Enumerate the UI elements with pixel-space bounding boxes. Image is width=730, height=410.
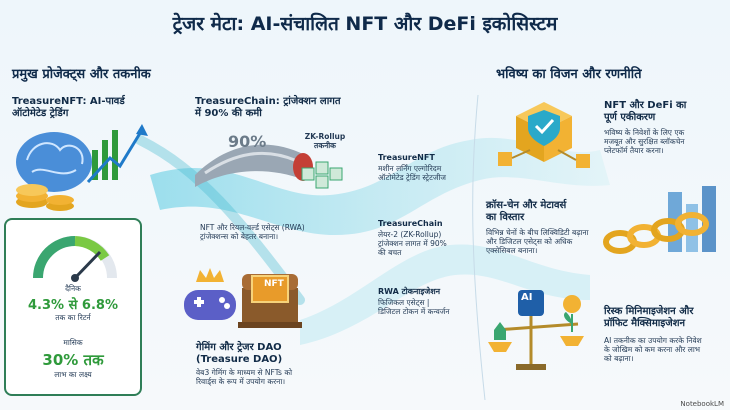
ai-balance-scale-illustration [488, 290, 584, 370]
treasure-chain-heading: TreasureChain: ट्रांजेक्शन लागत में 90% … [195, 96, 341, 119]
left-section-title: प्रमुख प्रोजेक्ट्स और तकनीक [12, 67, 151, 82]
daily-label: दैनिक [65, 284, 81, 293]
vision-risk-description: AI तकनीक का उपयोग करके निवेश के जोखिम को… [604, 336, 702, 363]
nft-chest-label: NFT [264, 279, 284, 289]
vision-risk-heading: रिस्क मिनिमाइजेशन और प्रॉफिट मैक्सिमाइजे… [604, 306, 694, 329]
monthly-return-value: 30% तक [42, 351, 104, 369]
page-title: ट्रेजर मेटा: AI-संचालित NFT और DeFi इकोस… [172, 13, 558, 35]
speedometer-gauge-icon [33, 236, 117, 282]
vision-crosschain-heading: क्रॉस-चेन और मेटावर्स का विस्तार [486, 200, 567, 223]
zk-cubes-icon [301, 161, 343, 189]
chain-city-illustration [603, 186, 716, 254]
vision-crosschain-description: विभिन्न चेनों के बीच लिक्विडिटी बढ़ाना औ… [486, 228, 589, 255]
center-note-treasurenft: TreasureNFT मशीन लर्निंग एल्गोरिदम ऑटोमे… [378, 153, 446, 182]
monthly-sub: लाभ का लक्ष्य [54, 370, 92, 379]
zk-rollup-label: ZK-Rollup तकनीक [304, 132, 346, 150]
monthly-label: मासिक [63, 338, 83, 347]
vision-integration-heading: NFT और DeFi का पूर्ण एकीकरण [604, 100, 687, 123]
daily-sub: तक का रिटर्न [55, 313, 91, 322]
ai-brain-illustration [16, 124, 148, 211]
rwa-note: NFT और रियल-वर्ल्ड एसेट्स (RWA) ट्रांजेक… [200, 223, 305, 241]
right-section-title: भविष्य का विजन और रणनीति [496, 67, 642, 82]
notebooklm-watermark: NotebookLM [680, 400, 724, 408]
gaming-heading: गेमिंग और ट्रेजर DAO (Treasure DAO) [196, 342, 283, 365]
daily-return-value: 4.3% से 6.8% [28, 298, 118, 313]
returns-stat-card: दैनिक 4.3% से 6.8% तक का रिटर्न मासिक 30… [4, 218, 142, 396]
center-note-treasurechain: TreasureChain लेयर-2 (ZK-Rollup) ट्रांजे… [378, 219, 447, 257]
center-note-rwa: RWA टोकनाइजेशन फिजिकल एसेट्स | डिजिटल टो… [378, 287, 450, 316]
ai-chip-label: AI [521, 292, 533, 303]
gaming-treasure-illustration [184, 268, 302, 328]
cost-reduction-badge: 90% [228, 132, 267, 151]
vision-integration-description: भविष्य के निवेशों के लिए एक मजबूत और सुर… [604, 128, 685, 155]
blockchain-shield-illustration [498, 102, 590, 168]
gaming-description: वेब3 गेमिंग के माध्यम से NFTs को रिवार्ड… [196, 368, 293, 386]
treasure-nft-heading: TreasureNFT: AI-पावर्ड ऑटोमेटेड ट्रेडिंग [12, 96, 125, 119]
